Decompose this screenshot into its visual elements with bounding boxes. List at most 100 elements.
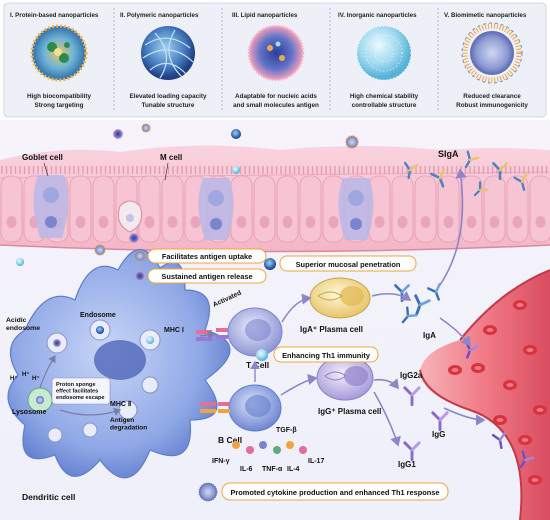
antibody — [473, 181, 489, 197]
epithelial-cell — [529, 175, 550, 243]
cell-nucleus — [75, 216, 86, 228]
panel-desc-1: Elevated loading capacity — [130, 93, 207, 100]
cell-nucleus — [190, 216, 201, 228]
il17-label: IL-17 — [308, 458, 324, 465]
cell-nucleus — [6, 216, 17, 228]
cell-nucleus — [466, 216, 477, 228]
antibody — [403, 386, 421, 407]
mhc1-label: MHC Ⅰ — [164, 326, 184, 334]
antibody — [401, 306, 418, 324]
h-ion-label: H⁺ — [32, 375, 40, 382]
t-cell — [216, 307, 283, 357]
ifng-label: IFN-γ — [212, 458, 230, 465]
dendritic-cell — [7, 249, 231, 479]
rbc-center — [451, 368, 459, 372]
igg-plasma-cell-label: IgG⁺ Plasma cell — [318, 407, 381, 416]
epithelial-cell — [230, 175, 253, 243]
cell-nucleus — [236, 216, 247, 228]
tag-sustained-release: Sustained antigen release — [135, 268, 267, 284]
goblet-cell — [198, 178, 234, 240]
cell-nucleus — [512, 216, 523, 228]
epithelial-cell — [391, 175, 414, 243]
epithelial-cell — [138, 175, 161, 243]
label-line: endosome — [6, 325, 40, 332]
cell-nucleus — [305, 216, 316, 228]
il4-label: IL-4 — [287, 466, 300, 473]
panel-lipid: III. Lipid nanoparticles Adaptable for n… — [232, 12, 319, 109]
tag-label: Enhancing Th1 immunity — [282, 351, 371, 360]
cell-nucleus — [282, 216, 293, 228]
free-nanoparticles — [16, 123, 359, 266]
blood-vessel — [419, 269, 550, 520]
igg-label: IgG — [432, 430, 445, 439]
panel-desc-1: High biocompatibility — [27, 93, 92, 100]
rbc-center — [506, 383, 514, 387]
tag-label: Superior mucosal penetration — [296, 260, 401, 269]
label-line: degradation — [110, 425, 147, 432]
protein-nanoparticle-icon — [30, 24, 88, 82]
panel-desc-2: Robust immunogenicity — [456, 102, 528, 109]
cell-nucleus — [167, 216, 178, 228]
tag-label: Sustained antigen release — [161, 272, 252, 281]
rbc-center — [486, 328, 494, 332]
pathway-arrows — [39, 168, 486, 447]
rbc-center — [496, 418, 504, 422]
cell-nucleus — [443, 216, 454, 228]
iga-label: IgA — [423, 331, 436, 340]
epithelial-cell — [483, 175, 506, 243]
label-line: Acidic — [6, 317, 27, 324]
goblet-cell — [338, 178, 374, 240]
igg-plasma-cell — [316, 355, 374, 401]
inorganic-nanoparticle-icon — [356, 25, 412, 81]
panel-desc-1: Adaptable for nucleic acids — [235, 93, 317, 100]
igg1-label: IgG1 — [398, 460, 416, 469]
antibody — [403, 441, 421, 462]
tag-label: Facilitates antigen uptake — [162, 252, 252, 261]
mucosal-epithelium — [0, 145, 550, 253]
iga-plasma-cell-label: IgA⁺ Plasma cell — [300, 325, 363, 334]
rbc-center — [521, 438, 529, 442]
il6-label: IL-6 — [240, 466, 253, 473]
label-line: Antigen — [110, 417, 134, 424]
mhc2-label: MHC Ⅱ — [110, 400, 131, 408]
cell-nucleus — [420, 216, 431, 228]
rbc-center — [474, 366, 482, 370]
rbc-center — [531, 478, 539, 482]
microvilli — [1, 166, 548, 174]
tag-mucosal-penetration: Superior mucosal penetration — [264, 255, 417, 272]
antibody — [492, 162, 508, 181]
epithelial-cell — [0, 175, 23, 243]
cell-nucleus — [328, 216, 339, 228]
tnfa-label: TNF-α — [262, 466, 283, 473]
epithelial-cell — [460, 175, 483, 243]
antibody — [427, 283, 441, 301]
red-blood-cells — [448, 300, 547, 485]
panel-title: II. Polymeric nanoparticles — [120, 12, 199, 19]
panel-desc-2: Strong targeting — [35, 102, 84, 109]
endosome-label: Endosome — [80, 312, 116, 319]
goblet-cell-label: Goblet cell — [22, 153, 63, 162]
tag-label: Promoted cytokine production and enhance… — [230, 488, 439, 497]
epithelial-cell — [506, 175, 529, 243]
panel-title: V. Biomimetic nanoparticles — [444, 12, 527, 19]
epithelial-cell — [414, 175, 437, 243]
panel-inorganic: IV. Inorganic nanoparticles High chemica… — [338, 12, 419, 109]
epithelial-cell — [92, 175, 115, 243]
label-line: effect facilitates — [56, 389, 98, 395]
epithelial-cell — [437, 175, 460, 243]
epithelial-cell — [253, 175, 276, 243]
cytokine-cluster — [232, 441, 307, 454]
epithelial-cell — [276, 175, 299, 243]
rbc-center — [526, 348, 534, 352]
lipid-nanoparticle-icon — [247, 24, 305, 82]
cell-nucleus — [489, 216, 500, 228]
siga-label: SIgA — [438, 149, 459, 159]
panel-desc-2: and small molecules antigen — [233, 102, 319, 109]
panel-title: IV. Inorganic nanoparticles — [338, 12, 417, 19]
igg-antibodies — [403, 386, 449, 462]
siga-antibodies — [403, 150, 528, 197]
tag-th1-immunity: Enhancing Th1 immunity — [256, 346, 379, 363]
panel-polymeric: II. Polymeric nanoparticles Elevated loa… — [120, 12, 207, 109]
